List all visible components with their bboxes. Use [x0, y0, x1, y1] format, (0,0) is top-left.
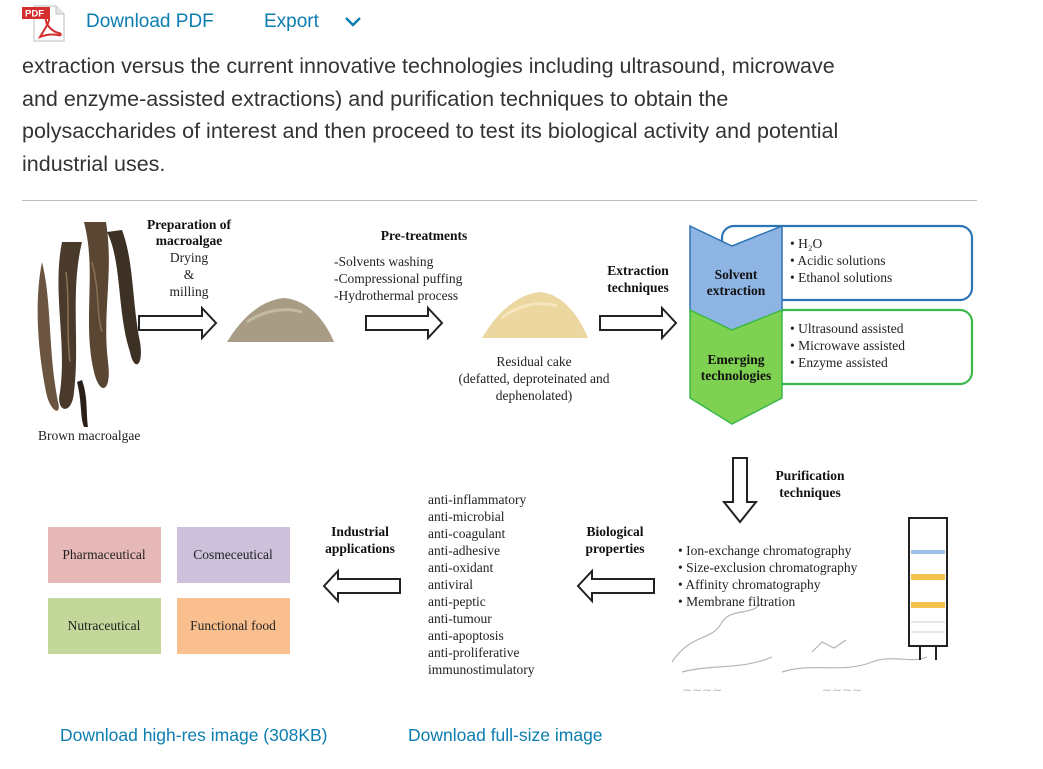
pharmaceutical-label: Pharmaceutical	[62, 547, 145, 562]
bio-item: anti-coagulant	[428, 526, 505, 541]
cosmeceutical-label: Cosmeceutical	[193, 547, 273, 562]
bio-item: anti-proliferative	[428, 645, 519, 660]
macroalgae-image	[37, 222, 141, 427]
functional-food-label: Functional food	[190, 618, 276, 633]
graphical-abstract-figure[interactable]: Brown macroalgae Preparation of macroalg…	[22, 202, 982, 702]
paragraph-line: industrial uses.	[22, 151, 166, 176]
structure-caption: ∼∼∼∼	[822, 683, 862, 697]
algae-label: Brown macroalgae	[38, 428, 140, 443]
residual-text: Residual cake	[496, 354, 571, 369]
solvent-item: • Acidic solutions	[790, 253, 885, 268]
pharmaceutical-box	[48, 527, 161, 583]
solvent-label: extraction	[707, 283, 766, 298]
emerging-item: • Ultrasound assisted	[790, 321, 904, 336]
nutraceutical-box	[48, 598, 161, 654]
export-button[interactable]: Export	[264, 11, 319, 32]
functional-food-box	[177, 598, 290, 654]
divider	[22, 200, 977, 201]
paragraph-line: extraction versus the current innovative…	[22, 54, 835, 78]
extraction-title: Extraction	[607, 263, 669, 278]
extraction-title: techniques	[607, 280, 669, 295]
nutraceutical-label: Nutraceutical	[68, 618, 141, 633]
paragraph-line: and enzyme-assisted extractions) and pur…	[22, 86, 729, 111]
arrow-right-icon	[138, 305, 218, 341]
bio-item: anti-peptic	[428, 594, 486, 609]
residual-text: dephenolated)	[496, 388, 572, 403]
bio-item: anti-inflammatory	[428, 492, 526, 507]
chevron-down-icon[interactable]	[344, 14, 362, 30]
industrial-title: Industrial	[331, 524, 389, 539]
emerging-label: Emerging	[708, 352, 765, 367]
purification-item: • Size-exclusion chromatography	[678, 560, 858, 575]
article-paragraph: extraction versus the current innovative…	[22, 50, 1012, 180]
prep-step: milling	[169, 284, 208, 299]
download-full-size-link[interactable]: Download full-size image	[408, 725, 603, 745]
purification-title: Purification	[776, 468, 845, 483]
polysaccharide-structure-image	[671, 601, 928, 673]
arrow-left-icon	[576, 568, 655, 604]
download-pdf-button[interactable]: Download PDF	[86, 11, 214, 32]
prep-step: &	[184, 267, 195, 282]
pretreat-item: -Solvents washing	[334, 254, 434, 269]
pretreat-item: -Hydrothermal process	[334, 288, 458, 303]
paragraph-line: polysaccharides of interest and then pro…	[22, 119, 839, 143]
download-high-res-link[interactable]: Download high-res image (308KB)	[60, 725, 328, 745]
figure-canvas: Brown macroalgae Preparation of macroalg…	[37, 217, 974, 697]
emerging-chevron-shape	[689, 308, 783, 425]
emerging-item: • Enzyme assisted	[790, 355, 888, 370]
bio-item: immunostimulatory	[428, 662, 535, 677]
bio-item: anti-adhesive	[428, 543, 500, 558]
bio-item: anti-microbial	[428, 509, 505, 524]
bio-title: properties	[586, 541, 645, 556]
cosmeceutical-box	[177, 527, 290, 583]
solvent-item: • Ethanol solutions	[790, 270, 892, 285]
residual-text: (defatted, deproteinated and	[458, 371, 609, 386]
emerging-item: • Microwave assisted	[790, 338, 905, 353]
powder-image	[227, 298, 334, 342]
purification-item: • Membrane filtration	[678, 594, 795, 609]
chromatography-column-icon	[908, 517, 948, 660]
pdf-badge: PDF	[25, 9, 44, 20]
bio-item: antiviral	[428, 577, 473, 592]
pdf-icon[interactable]: PDF	[22, 4, 66, 42]
arrow-down-icon	[721, 457, 759, 524]
solvent-item: • H₂O	[790, 236, 823, 251]
pretreat-title: Pre-treatments	[381, 228, 467, 243]
pretreat-item: -Compressional puffing	[334, 271, 463, 286]
bio-item: anti-oxidant	[428, 560, 493, 575]
bio-title: Biological	[587, 524, 644, 539]
solvent-label: Solvent	[715, 267, 758, 282]
arrow-right-icon	[365, 305, 444, 341]
industrial-title: applications	[325, 541, 395, 556]
purification-item: • Affinity chromatography	[678, 577, 821, 592]
residual-cake-image	[482, 292, 588, 338]
bio-item: anti-apoptosis	[428, 628, 504, 643]
structure-caption: ∼∼∼∼	[682, 683, 722, 697]
prep-title: macroalgae	[156, 233, 222, 248]
emerging-label: technologies	[701, 368, 772, 383]
bio-list: anti-inflammatory anti-microbial anti-co…	[428, 492, 535, 677]
prep-step: Drying	[170, 250, 208, 265]
prep-title: Preparation of	[147, 217, 232, 232]
purification-title: techniques	[779, 485, 841, 500]
arrow-right-icon	[599, 305, 678, 341]
toolbar: PDF Download PDF Export	[0, 0, 1043, 44]
arrow-left-icon	[322, 568, 401, 604]
bio-item: anti-tumour	[428, 611, 492, 626]
purification-item: • Ion-exchange chromatography	[678, 543, 852, 558]
